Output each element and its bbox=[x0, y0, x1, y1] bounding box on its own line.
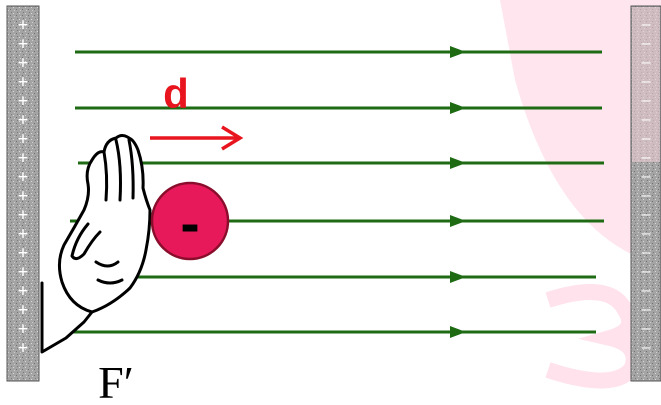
plus-sign: + bbox=[18, 224, 28, 244]
charge-sign: - bbox=[180, 191, 199, 256]
positive-plate-signs: ++++++++++++++++++ bbox=[18, 15, 28, 358]
arrow-right-icon bbox=[150, 127, 240, 149]
minus-sign: — bbox=[641, 91, 651, 109]
minus-sign: — bbox=[641, 262, 651, 280]
force-label: F′ bbox=[98, 357, 134, 405]
negative-plate-signs: —————————————————— bbox=[641, 15, 651, 356]
minus-sign: — bbox=[641, 243, 651, 261]
plus-sign: + bbox=[18, 110, 28, 130]
minus-sign: — bbox=[641, 281, 651, 299]
plus-sign: + bbox=[18, 186, 28, 206]
minus-sign: — bbox=[641, 53, 651, 71]
plus-sign: + bbox=[18, 300, 28, 320]
plus-sign: + bbox=[18, 129, 28, 149]
plus-sign: + bbox=[18, 53, 28, 73]
minus-sign: — bbox=[641, 224, 651, 242]
field-line bbox=[66, 326, 596, 338]
negative-plate: —————————————————— bbox=[631, 6, 661, 381]
plus-sign: + bbox=[18, 15, 28, 35]
minus-sign: — bbox=[641, 34, 651, 52]
minus-sign: — bbox=[641, 205, 651, 223]
hand-pushing-icon bbox=[42, 136, 150, 353]
plus-sign: + bbox=[18, 72, 28, 92]
minus-sign: — bbox=[641, 186, 651, 204]
displacement-label: d bbox=[163, 70, 189, 117]
positive-plate: ++++++++++++++++++ bbox=[7, 6, 39, 381]
plus-sign: + bbox=[18, 91, 28, 111]
negative-charge: - bbox=[152, 183, 228, 259]
plus-sign: + bbox=[18, 167, 28, 187]
minus-sign: — bbox=[641, 148, 651, 166]
minus-sign: — bbox=[641, 319, 651, 337]
minus-sign: — bbox=[641, 110, 651, 128]
minus-sign: — bbox=[641, 167, 651, 185]
plus-sign: + bbox=[18, 205, 28, 225]
field-line bbox=[68, 271, 596, 283]
minus-sign: — bbox=[641, 338, 651, 356]
plus-sign: + bbox=[18, 243, 28, 263]
plus-sign: + bbox=[18, 34, 28, 54]
plus-sign: + bbox=[18, 281, 28, 301]
plus-sign: + bbox=[18, 319, 28, 339]
plus-sign: + bbox=[18, 262, 28, 282]
plus-sign: + bbox=[18, 148, 28, 168]
plus-sign: + bbox=[18, 338, 28, 358]
minus-sign: — bbox=[641, 15, 651, 33]
minus-sign: — bbox=[641, 72, 651, 90]
minus-sign: — bbox=[641, 300, 651, 318]
field-line bbox=[78, 157, 604, 169]
minus-sign: — bbox=[641, 129, 651, 147]
